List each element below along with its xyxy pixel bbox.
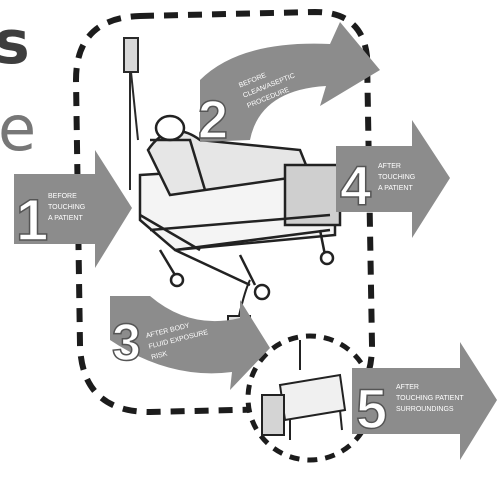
moment-1-label-line-3: A PATIENT: [48, 215, 83, 222]
moment-5-label-line-1: AFTER: [396, 384, 419, 391]
hospital-bed-illustration: [140, 116, 340, 299]
moment-3-number: 3: [112, 314, 141, 372]
moment-3-arrow: 3 AFTER BODY FLUID EXPOSURE RISK: [110, 296, 270, 390]
iv-stand-illustration: [124, 38, 138, 190]
moment-4-arrow: 4 AFTER TOUCHING A PATIENT: [336, 120, 450, 238]
moment-2-arrow: 2 BEFORE CLEAN/ASEPTIC PROCEDURE: [198, 22, 380, 150]
moment-4-label-line-1: AFTER: [378, 163, 401, 170]
moment-4-label-line-3: A PATIENT: [378, 185, 413, 192]
moment-1-arrow: 1 BEFORE TOUCHING A PATIENT: [14, 150, 132, 268]
moment-5-label-line-2: TOUCHING PATIENT: [396, 395, 464, 402]
moment-1-number: 1: [16, 188, 48, 253]
moment-1-label-line-2: TOUCHING: [48, 204, 85, 211]
moment-4-label-line-2: TOUCHING: [378, 174, 415, 181]
moment-2-number: 2: [198, 90, 228, 150]
moment-1-label-line-1: BEFORE: [48, 193, 77, 200]
moment-5-number: 5: [356, 377, 387, 440]
moment-4-number: 4: [340, 154, 371, 217]
moment-5-label-line-3: SURROUNDINGS: [396, 406, 454, 413]
